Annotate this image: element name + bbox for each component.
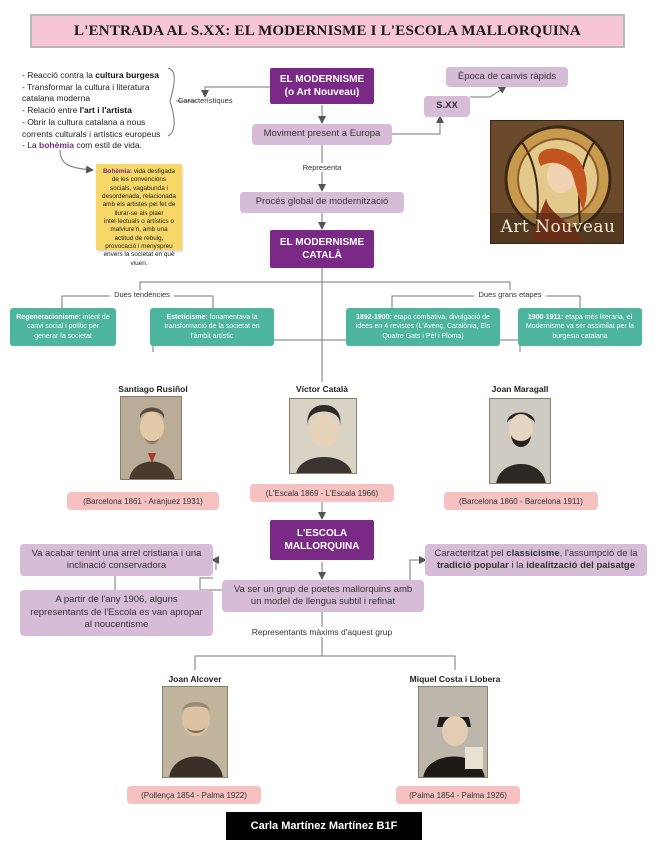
- portrait-maragall: [489, 398, 551, 484]
- portrait-maragall-drawing: [490, 399, 550, 483]
- escola-caracteristiques-node: Caracteritzat pel classicisme, l'assumpc…: [425, 544, 647, 576]
- page-title: L'ENTRADA AL S.XX: EL MODERNISME I L'ESC…: [30, 14, 625, 48]
- boheme-note: Bohèmia: vida desfigada de les convencio…: [96, 164, 182, 267]
- tendency-regeneracionisme: Regeneracionisme: intent de canvi social…: [10, 308, 116, 346]
- characteristics-list: - Reacció contra la cultura burgesa - Tr…: [22, 70, 170, 152]
- portrait-costa: [418, 686, 488, 778]
- modernisme-node: EL MODERNISME (o Art Nouveau): [270, 68, 374, 104]
- characteristic-item: - Transformar la cultura i literatura: [22, 81, 150, 92]
- etapa-1892: 1892-1900: etapa combativa, divulgació d…: [346, 308, 500, 346]
- etapa-1900: 1900-1911: etapa més literària, el Moder…: [518, 308, 642, 346]
- portrait-alcover-drawing: [163, 687, 227, 777]
- dates-rusinyol: (Barcelona 1861 - Aranjuez 1931): [67, 492, 219, 510]
- proces-node: Procés global de modernització: [240, 192, 404, 213]
- art-nouveau-image: Art Nouveau: [490, 120, 624, 244]
- representants-label: Representants màxims d'aquest grup: [234, 627, 410, 637]
- dates-maragall: (Barcelona 1860 - Barcelona 1911): [444, 492, 598, 510]
- characteristic-item: - La bohèmia com estil de vida.: [22, 140, 142, 151]
- escola-definicio-node: Va ser un grup de poetes mallorquins amb…: [222, 580, 424, 612]
- characteristic-item: - Reacció contra la cultura burgesa: [22, 70, 160, 80]
- epoca-node: Època de canvis ràpids: [446, 67, 568, 87]
- escola-line1: L'ESCOLA: [296, 527, 348, 539]
- dates-costa: (Palma 1854 - Palma 1926): [396, 786, 520, 804]
- author-name-costa: Miquel Costa i Llobera: [409, 674, 501, 684]
- tendencies-label: Dues tendències: [110, 290, 174, 299]
- characteristic-item: corrents culturals i artístics europeus: [22, 128, 161, 139]
- portrait-catala: [289, 398, 357, 474]
- art-nouveau-illustration: [491, 121, 623, 243]
- author-name-catala: Víctor Català: [296, 384, 348, 394]
- characteristic-item: catalana moderna: [22, 93, 91, 104]
- dates-catala: (L'Escala 1869 - L'Escala 1966): [250, 484, 394, 502]
- etapes-label: Dues grans etapes: [474, 290, 546, 299]
- escola-node: L'ESCOLA MALLORQUINA: [270, 520, 374, 560]
- portrait-catala-drawing: [290, 399, 356, 473]
- author-name-rusinyol: Santiago Rusiñol: [118, 384, 188, 394]
- modernisme-line1: EL MODERNISME: [279, 73, 365, 85]
- escola-cristiana-node: Va acabar tenint una arrel cristiana i u…: [20, 544, 213, 576]
- portrait-rusinyol-drawing: [121, 397, 181, 479]
- dates-alcover: (Pollença 1854 - Palma 1922): [127, 786, 261, 804]
- portrait-costa-drawing: [419, 687, 487, 777]
- art-nouveau-caption: Art Nouveau: [500, 217, 616, 237]
- moviment-node: Moviment present a Europa: [252, 124, 392, 145]
- characteristic-item: - Obrir la cultura catalana a nous: [22, 116, 146, 127]
- author-name-maragall: Joan Maragall: [491, 384, 549, 394]
- portrait-rusinyol: [120, 396, 182, 480]
- sxx-node: S.XX: [424, 96, 470, 117]
- catala-line2: CATALÀ: [302, 250, 342, 261]
- tendency-esteticisme: Esteticisme: fonamentava la transformaci…: [150, 308, 274, 346]
- portrait-alcover: [162, 686, 228, 778]
- modernisme-catala-node: EL MODERNISME CATALÀ: [270, 230, 374, 268]
- representa-label: Representa: [296, 163, 348, 172]
- escola-noucentisme-node: A partir de l'any 1906, alguns represent…: [20, 590, 213, 636]
- modernisme-line2: (o Art Nouveau): [284, 87, 360, 98]
- author-name-alcover: Joan Alcover: [168, 674, 222, 684]
- escola-line2: MALLORQUINA: [284, 541, 360, 552]
- author-credit: Carla Martínez Martínez B1F: [226, 812, 422, 840]
- catala-line1: EL MODERNISME: [279, 236, 365, 248]
- characteristic-item: - Relació entre l'art i l'artista: [22, 105, 132, 116]
- characteristics-label: Característiques: [178, 96, 233, 105]
